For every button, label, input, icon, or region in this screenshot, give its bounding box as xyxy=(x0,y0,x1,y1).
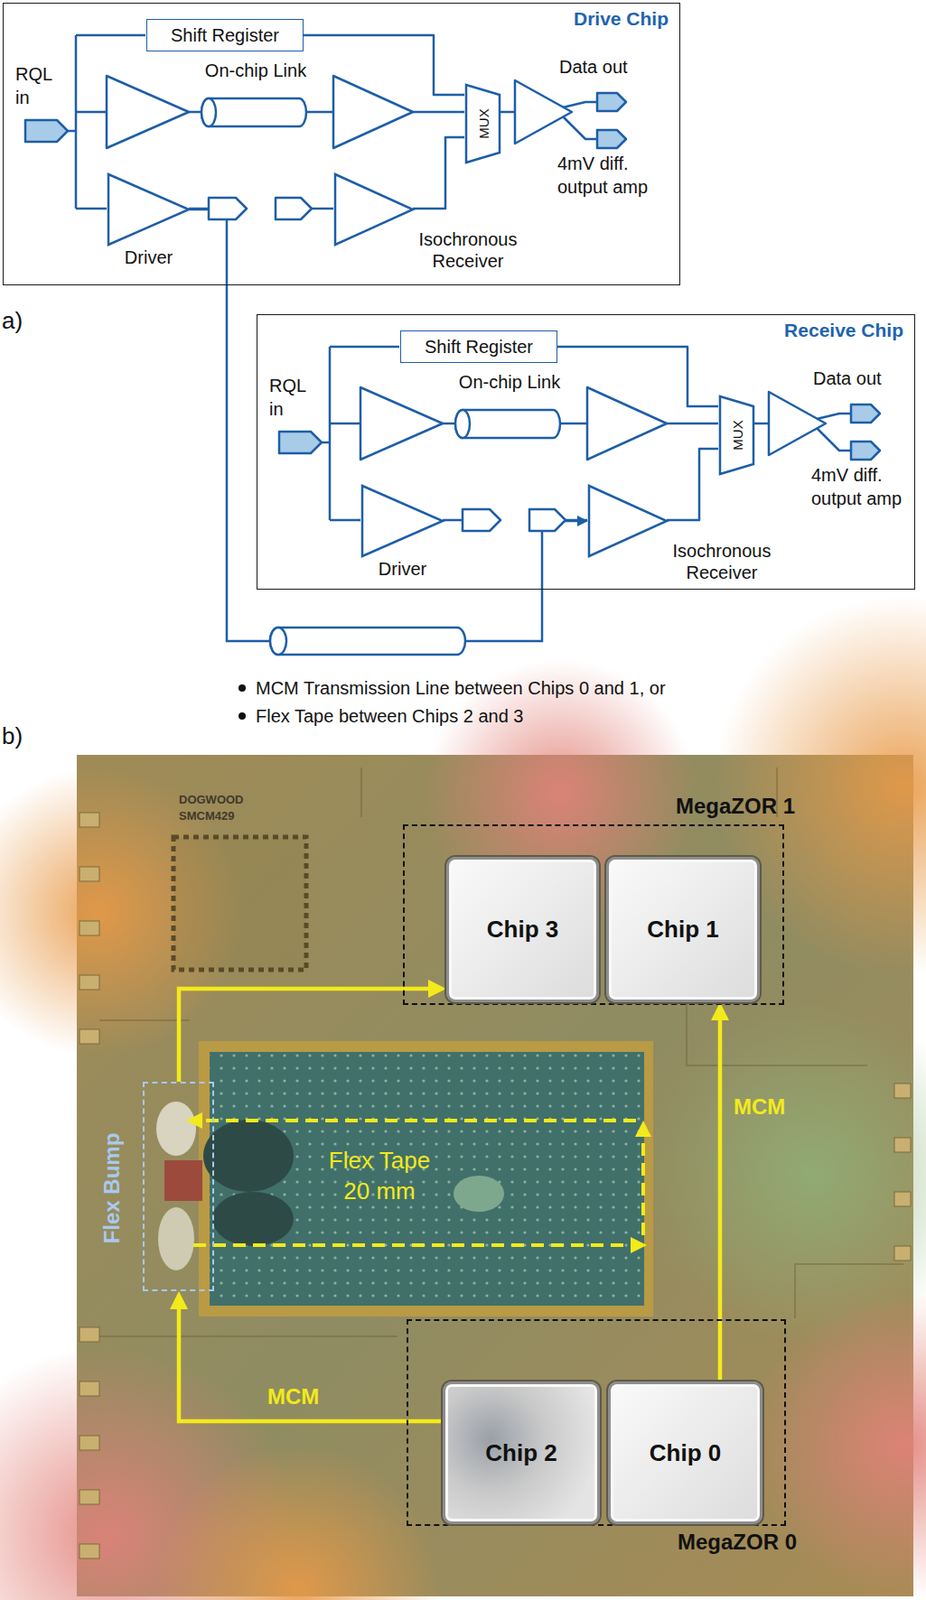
amplifier-triangle xyxy=(589,486,667,557)
bullet-dot xyxy=(238,684,246,693)
group-heading: MegaZOR 0 xyxy=(677,1530,797,1556)
node-label: Shift Register xyxy=(170,25,280,47)
receiver-amplifier: Isochronous Receiver xyxy=(334,173,527,275)
receiver-amplifier: Isochronous Receiver xyxy=(588,485,781,587)
bump-solder xyxy=(158,1207,195,1272)
tape-stain xyxy=(453,1176,505,1213)
annotation-text: Flex Tape 20 mm xyxy=(320,1145,439,1207)
node-label: Chip 2 xyxy=(485,1440,557,1469)
annotation-text: RQL in xyxy=(15,62,57,110)
group-heading: MegaZOR 1 xyxy=(675,794,796,820)
bump-solder xyxy=(156,1102,197,1157)
node-label: Driver xyxy=(107,247,190,269)
pad-frame xyxy=(173,837,307,971)
chip-frame: Drive ChipShift RegisterMUX Driver Isochro… xyxy=(2,2,681,286)
dashed-route xyxy=(641,1136,646,1236)
connector xyxy=(169,1291,443,1422)
arrow-head xyxy=(630,1237,647,1254)
amplifier-symbol xyxy=(588,485,668,558)
chip-die: Chip 3 xyxy=(446,857,599,1003)
arrow-head xyxy=(169,1291,188,1310)
module-outline: MegaZOR 1Chip 3Chip 1 xyxy=(402,824,785,1006)
color-blob xyxy=(153,1445,443,1600)
node-label: Chip 1 xyxy=(646,916,719,945)
node-label: MUX xyxy=(729,420,745,450)
chip-frame: Receive ChipShift RegisterMUX Driver Isoch… xyxy=(256,314,916,590)
transmission-line xyxy=(270,627,466,655)
shift-register-box: Shift Register xyxy=(400,330,558,364)
chip-title: Drive Chip xyxy=(573,8,669,30)
connector xyxy=(710,1002,730,1383)
annotation-text: 4mV diff. output amp xyxy=(811,463,915,511)
amplifier-symbol xyxy=(334,173,414,246)
node-label: MUX xyxy=(475,108,491,139)
bullet-dot xyxy=(238,712,246,721)
module-outline: MegaZOR 0Chip 2Chip 0 xyxy=(406,1319,786,1527)
annotation-text: MCM Transmission Line between Chips 0 an… xyxy=(255,677,666,700)
arrow-head xyxy=(710,1002,730,1021)
mux-block: MUX xyxy=(465,84,501,164)
connector-line xyxy=(718,1017,723,1383)
bump-residue xyxy=(164,1160,203,1202)
annotation-text: Data out xyxy=(559,56,650,78)
arrow-head xyxy=(186,1113,203,1130)
node-label: Shift Register xyxy=(424,336,534,358)
substrate-traces xyxy=(99,767,904,1338)
connector-label: MCM xyxy=(733,1094,786,1121)
amplifier-symbol xyxy=(107,173,190,246)
connector-label: MCM xyxy=(267,1384,319,1411)
driver-amplifier: Driver xyxy=(361,485,444,583)
annotation-text: Flex Tape between Chips 2 and 3 xyxy=(255,705,524,728)
mux-outline xyxy=(466,84,500,163)
arrow-head xyxy=(428,980,447,999)
node-label: Chip 0 xyxy=(649,1440,721,1469)
driver-amplifier: Driver xyxy=(107,173,190,272)
flex-tape-frame xyxy=(198,1041,654,1318)
tape-stain xyxy=(203,1120,294,1193)
node-label: Driver xyxy=(361,559,444,580)
dashed-route xyxy=(202,1119,637,1123)
flex-tape-loop xyxy=(193,1121,644,1246)
amplifier-symbol xyxy=(361,485,444,558)
amplifier-triangle xyxy=(108,174,189,245)
node-label: Isochronous Receiver xyxy=(663,540,781,584)
tape-stain xyxy=(212,1192,294,1247)
panel-letter: a) xyxy=(1,307,23,336)
connector xyxy=(178,980,447,1083)
chip-die: Chip 0 xyxy=(607,1382,763,1525)
chip-title: Receive Chip xyxy=(784,319,904,342)
mux-outline xyxy=(720,396,754,475)
dashed-route xyxy=(193,1244,633,1248)
mux-block: MUX xyxy=(719,395,755,476)
node-label: Isochronous Receiver xyxy=(409,228,527,272)
chip-die: Chip 2 xyxy=(442,1382,600,1525)
chip-die: Chip 1 xyxy=(606,857,760,1003)
annotation-text: On-chip Link xyxy=(450,372,569,393)
annotation-text: Data out xyxy=(813,368,904,390)
amplifier-triangle xyxy=(362,486,443,557)
arrow-head xyxy=(635,1121,652,1138)
node-label: Chip 3 xyxy=(486,916,559,945)
edge-pads xyxy=(79,813,911,1560)
annotation-text: 4mV diff. output amp xyxy=(557,151,661,199)
group-heading: Flex Bump xyxy=(99,1133,125,1245)
amplifier-triangle xyxy=(335,174,413,245)
connector-line xyxy=(178,989,432,1083)
annotation-text: DOGWOOD SMCM429 xyxy=(178,792,255,825)
connector-line xyxy=(178,1306,443,1422)
shift-register-box: Shift Register xyxy=(146,18,304,52)
panel-letter: b) xyxy=(1,722,23,751)
annotation-text: RQL in xyxy=(269,374,311,421)
annotation-text: On-chip Link xyxy=(196,60,315,82)
transmission-line-end xyxy=(270,627,287,655)
flex-bump-outline: Flex Bump xyxy=(142,1082,215,1292)
